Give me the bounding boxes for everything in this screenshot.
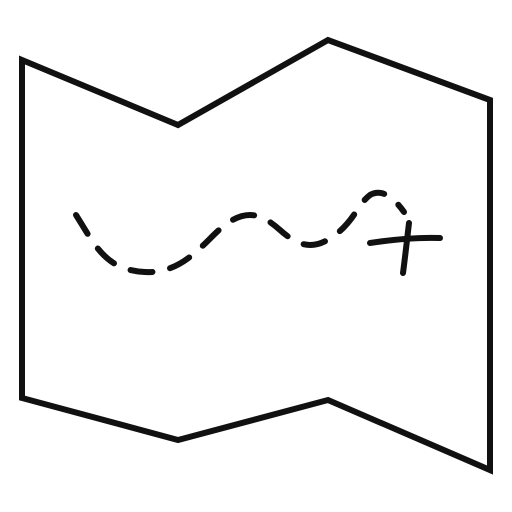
dashed-route <box>73 189 407 276</box>
x-mark-stroke-2 <box>400 220 412 276</box>
x-mark-stroke-1 <box>367 234 443 246</box>
map-outline <box>19 36 493 475</box>
